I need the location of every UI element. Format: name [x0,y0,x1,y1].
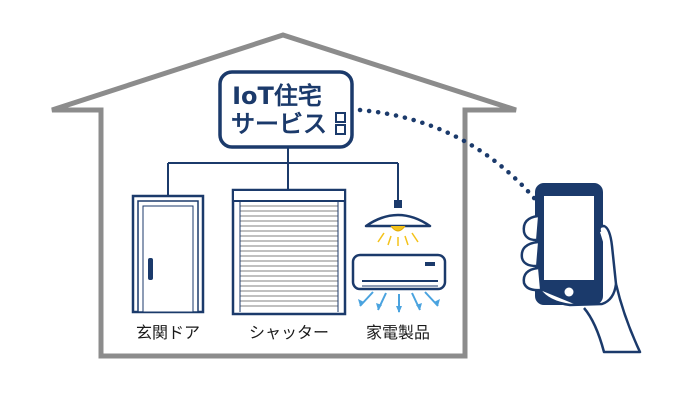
appliance-label: 家電製品 [366,323,430,342]
hub-title-line1: IoT住宅 [232,82,322,110]
door-icon [131,194,205,314]
shutter-label: シャッター [249,323,329,342]
connection-wires [167,147,399,200]
door-label: 玄関ドア [136,323,200,342]
airflow-icon [358,291,440,313]
wireless-dots-icon [357,107,543,208]
hub-title-line2: サービス [231,110,327,138]
ceiling-light-icon [364,200,432,246]
hub-box-icon: IoT住宅 サービス [218,70,354,149]
shutter-icon [231,188,347,316]
smartphone-in-hand-icon [520,183,642,354]
air-conditioner-icon [351,253,447,313]
